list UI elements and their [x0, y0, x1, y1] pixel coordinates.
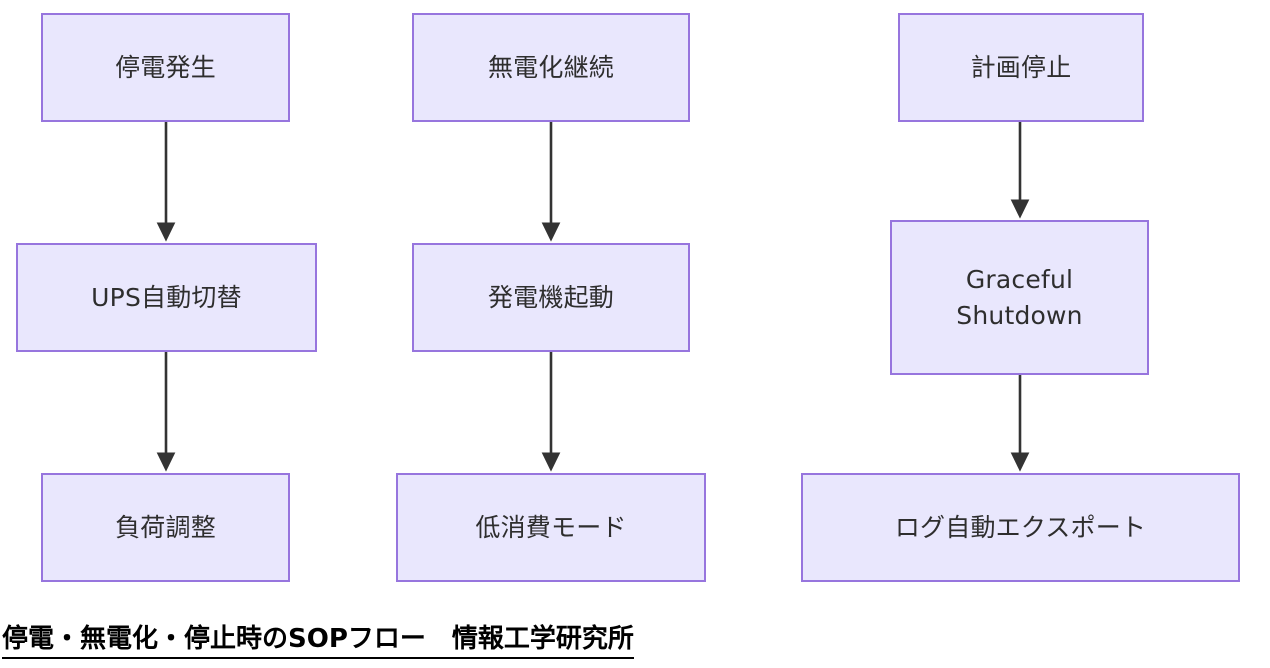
- node-log-auto-export[interactable]: ログ自動エクスポート: [801, 473, 1240, 582]
- node-low-consumption-mode[interactable]: 低消費モード: [396, 473, 706, 582]
- node-power-outage-occurred[interactable]: 停電発生: [41, 13, 290, 122]
- node-load-adjustment[interactable]: 負荷調整: [41, 473, 290, 582]
- node-ups-auto-switchover[interactable]: UPS自動切替: [16, 243, 317, 352]
- node-generator-start[interactable]: 発電機起動: [412, 243, 690, 352]
- diagram-caption: 停電・無電化・停止時のSOPフロー 情報工学研究所: [2, 618, 634, 659]
- node-planned-shutdown[interactable]: 計画停止: [898, 13, 1144, 122]
- node-graceful-shutdown[interactable]: Graceful Shutdown: [890, 220, 1149, 375]
- node-blackout-continues[interactable]: 無電化継続: [412, 13, 690, 122]
